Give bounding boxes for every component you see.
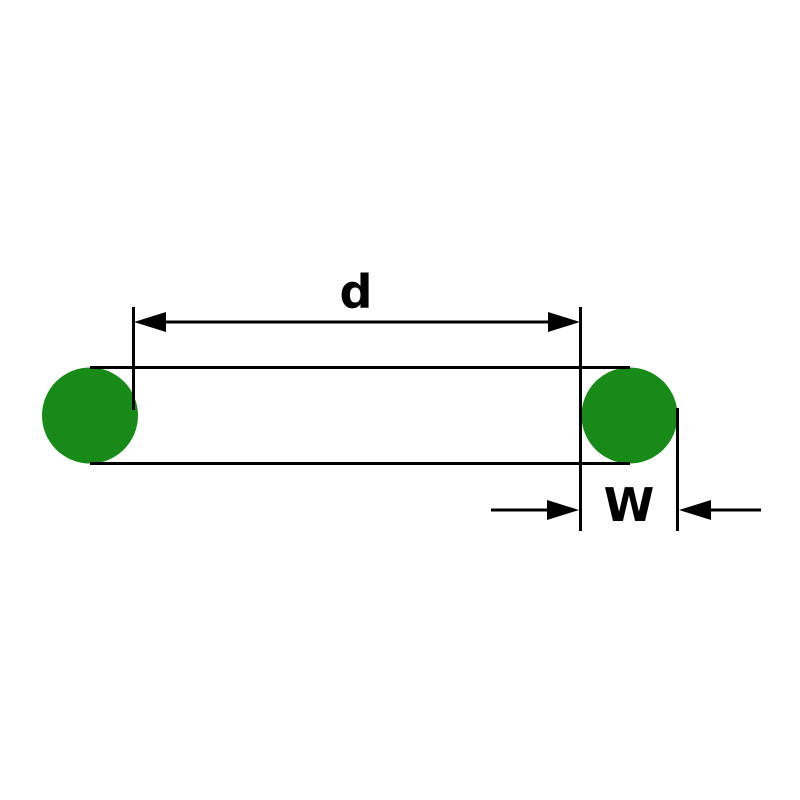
arrowhead-inward-right-icon: [547, 500, 579, 520]
oring-cross-section-left: [42, 367, 138, 464]
arrowhead-right-icon: [548, 312, 580, 332]
inner-diameter-label: d: [340, 265, 373, 319]
cross-section-width-label: W: [604, 478, 655, 532]
arrowhead-left-icon: [134, 312, 166, 332]
arrowhead-inward-left-icon: [679, 500, 711, 520]
oring-cross-section-right: [581, 367, 678, 464]
